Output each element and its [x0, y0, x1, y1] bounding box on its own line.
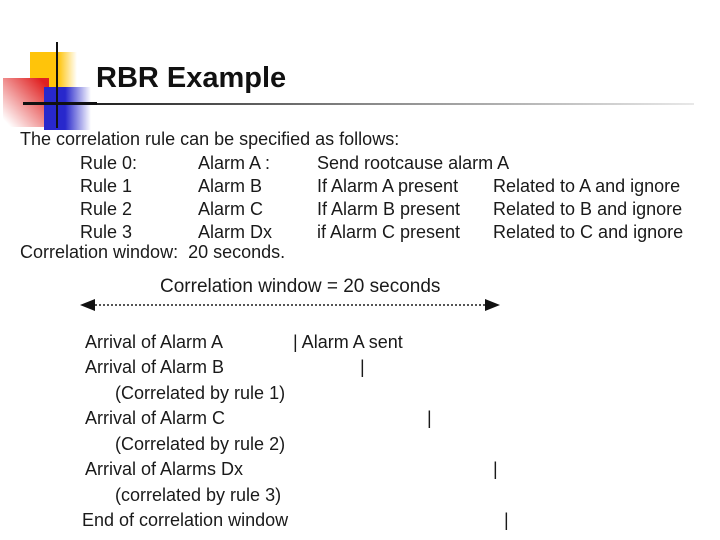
slide-title: RBR Example	[96, 62, 287, 94]
rule-alarm: Alarm A :	[198, 153, 271, 173]
timeline-event: Arrival of Alarm C |	[0, 406, 720, 431]
timeline-event-label: Arrival of Alarm A	[85, 332, 224, 352]
logo-horizontal-line	[23, 102, 97, 105]
rule-action: Related to B and ignore	[493, 198, 683, 219]
timeline-event: End of correlation window |	[0, 508, 720, 533]
rule-alarm: Alarm Dx	[198, 221, 273, 242]
rule-alarm: Alarm C	[198, 198, 264, 219]
timeline-tick-marker: |	[504, 509, 509, 530]
rule-rule: Rule 0:	[80, 153, 138, 173]
rule-row: Rule 3 Alarm Dx if Alarm C present Related …	[0, 221, 720, 244]
timeline-event-label: Arrival of Alarms Dx	[85, 459, 244, 480]
arrow-right-head-icon	[485, 299, 500, 311]
rule-condition: If Alarm A present	[317, 175, 459, 196]
rule-row: Rule 2 Alarm C If Alarm B present Related t…	[0, 198, 720, 221]
rule-condition: if Alarm C present	[317, 221, 461, 242]
rule-rule: Rule 1	[80, 175, 133, 196]
rule-row: Rule 1 Alarm B If Alarm A present Related t…	[0, 175, 720, 198]
rule-action: Related to A and ignore	[493, 175, 681, 196]
logo-blue-square	[44, 87, 91, 130]
rule-rule: Rule 3	[80, 221, 133, 242]
rule-condition: Send rootcause alarm A	[317, 153, 510, 173]
correlation-window-note: Correlation window: 20 seconds.	[20, 242, 286, 262]
timeline-event-label: (correlated by rule 3)	[115, 484, 282, 505]
correlation-window-label: Correlation window = 20 seconds	[160, 276, 441, 297]
timeline-event-label: End of correlation window	[82, 509, 289, 530]
timeline-event: Arrival of Alarms Dx |	[0, 457, 720, 482]
timeline-event: Arrival of Alarm B |	[0, 355, 720, 380]
title-underline	[97, 103, 694, 105]
timeline-event-label: Arrival of Alarm C	[85, 408, 226, 429]
rule-alarm: Alarm B	[198, 175, 263, 196]
intro-text: The correlation rule can be specified as…	[20, 129, 400, 149]
timeline-tick-marker: |	[493, 459, 498, 480]
timeline-event: (Correlated by rule 2)	[0, 432, 720, 457]
logo-vertical-line	[56, 42, 58, 128]
timeline-event: Arrival of Alarm A | Alarm A sent	[0, 330, 720, 355]
arrow-dotted-line	[95, 304, 485, 306]
timeline-tick-marker: |	[360, 357, 365, 378]
timeline-event-label: (Correlated by rule 1)	[115, 382, 286, 403]
timeline-event-label: (Correlated by rule 2)	[115, 433, 286, 454]
rule-rule: Rule 2	[80, 198, 133, 219]
correlation-window-arrow	[80, 298, 500, 312]
timeline-event: (Correlated by rule 1)	[0, 381, 720, 406]
timeline-event-label: Arrival of Alarm B	[85, 357, 225, 378]
rule-action: Related to C and ignore	[493, 221, 684, 242]
timeline-tick-marker: | Alarm A sent	[293, 332, 403, 352]
rule-row: Rule 0: Alarm A : Send rootcause alarm A	[0, 152, 720, 175]
timeline-tick-marker: |	[427, 408, 432, 429]
rule-condition: If Alarm B present	[317, 198, 461, 219]
timeline-event: (correlated by rule 3)	[0, 483, 720, 508]
arrow-left-head-icon	[80, 299, 95, 311]
